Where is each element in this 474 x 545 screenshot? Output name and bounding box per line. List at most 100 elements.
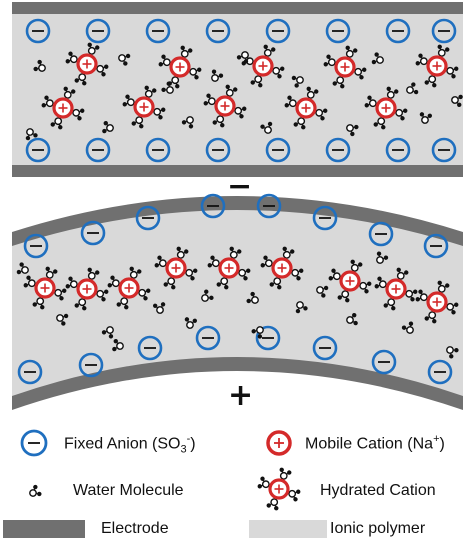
water-molecule-icon [152, 302, 166, 314]
hydration-water-icon [293, 117, 306, 130]
hydration-water-icon [203, 93, 216, 106]
water-molecule-icon [260, 121, 273, 134]
water-molecule-icon [316, 285, 329, 298]
fixed-anion-icon [312, 335, 338, 361]
hydration-water-icon [234, 106, 247, 119]
hydration-water-icon [424, 75, 437, 88]
fixed-anion-icon [385, 18, 411, 44]
hydration-water-icon [122, 94, 135, 107]
water-molecule-icon [102, 120, 114, 134]
fixed-anion-icon [255, 325, 281, 351]
water-molecule-icon [33, 59, 46, 72]
hydration-water-icon [176, 246, 189, 259]
hydration-water-icon [396, 267, 409, 280]
legend-water-molecule-label: Water Molecule [73, 482, 184, 499]
mobile-cation-icon [268, 478, 290, 500]
mobile-cation-icon [375, 97, 397, 119]
mobile-cation-icon [214, 95, 236, 117]
hydrated-cation-icon [323, 45, 367, 89]
hydration-water-icon [395, 108, 408, 121]
water-molecule-icon [406, 82, 419, 95]
mobile-cation-icon [218, 257, 240, 279]
fixed-anion-icon [85, 18, 111, 44]
hydration-water-icon [269, 277, 282, 290]
hydration-water-icon [279, 467, 292, 480]
water-molecule-icon [16, 262, 29, 275]
hydration-water-icon [185, 268, 198, 281]
fixed-anion-icon [205, 137, 231, 163]
mobile-cation-icon [426, 55, 448, 77]
water-molecule-icon [184, 317, 198, 329]
fixed-anion-icon [256, 193, 282, 219]
fixed-anion-icon [80, 220, 106, 246]
hydration-water-icon [212, 115, 225, 128]
mobile-cation-icon [295, 97, 317, 119]
hydration-water-icon [180, 45, 193, 58]
hydration-water-icon [263, 44, 276, 57]
hydration-water-icon [446, 66, 459, 79]
hydration-water-icon [138, 288, 151, 301]
mobile-cation-icon [118, 277, 140, 299]
hydration-water-icon [41, 95, 54, 108]
fixed-anion-icon [78, 352, 104, 378]
hydration-water-icon [45, 266, 58, 279]
hydration-water-icon [23, 275, 36, 288]
hydration-water-icon [446, 302, 459, 315]
legend-fixed-anion-label: Fixed Anion (SO3-) [64, 433, 196, 456]
legend-cation-icon [266, 430, 292, 456]
legend-mobile-cation-label: Mobile Cation (Na+) [305, 433, 445, 453]
fixed-anion-icon [371, 349, 397, 375]
hydration-water-icon [63, 86, 76, 99]
water-molecule-icon [118, 53, 131, 66]
hydrated-cation-icon [65, 42, 109, 86]
legend-symbols [3, 429, 327, 538]
legend-hydrated-cation-label: Hydrated Cation [320, 482, 436, 499]
hydrated-cation-icon [364, 86, 408, 130]
water-molecule-icon [371, 52, 384, 65]
hydrated-cation-icon [257, 467, 301, 511]
hydration-water-icon [437, 280, 450, 293]
water-molecule-icon [161, 81, 174, 94]
fixed-anion-icon [325, 137, 351, 163]
hydration-water-icon [266, 498, 279, 511]
hydration-water-icon [337, 290, 350, 303]
hydration-water-icon [323, 54, 336, 67]
hydration-water-icon [96, 289, 109, 302]
hydrated-cation-icon [415, 280, 459, 324]
fixed-anion-icon [431, 137, 457, 163]
mobile-cation-icon [169, 56, 191, 78]
hydrated-cation-icon [107, 266, 151, 310]
fixed-anion-icon [195, 325, 221, 351]
top-panel [12, 2, 463, 177]
hydrated-cation-icon [158, 45, 202, 89]
hydration-water-icon [284, 95, 297, 108]
hydration-water-icon [257, 476, 270, 489]
fixed-anion-icon [200, 193, 226, 219]
hydrated-cation-icon [41, 86, 85, 130]
hydration-water-icon [291, 268, 304, 281]
hydrated-cation-icon [257, 467, 301, 511]
hydration-water-icon [107, 275, 120, 288]
hydrated-cation-icon [65, 267, 109, 311]
minus-icon: − [227, 169, 253, 204]
water-molecule-icon [346, 312, 358, 326]
hydration-water-icon [116, 297, 129, 310]
hydration-water-icon [158, 54, 171, 67]
hydration-water-icon [272, 66, 285, 79]
top-particles [25, 18, 463, 163]
hydration-water-icon [415, 53, 428, 66]
hydration-water-icon [163, 277, 176, 290]
hydration-water-icon [374, 276, 387, 289]
water-molecule-icon [251, 326, 264, 339]
water-molecule-icon [201, 289, 214, 302]
hydration-water-icon [131, 116, 144, 129]
hydration-water-icon [364, 95, 377, 108]
hydration-water-icon [332, 76, 345, 89]
legend-electrode-label: Electrode [101, 520, 169, 537]
hydrated-cation-icon [154, 246, 198, 290]
mobile-cation-icon [133, 96, 155, 118]
hydration-water-icon [87, 42, 100, 55]
fixed-anion-icon [368, 221, 394, 247]
hydration-water-icon [328, 268, 341, 281]
water-molecule-icon [346, 124, 359, 137]
